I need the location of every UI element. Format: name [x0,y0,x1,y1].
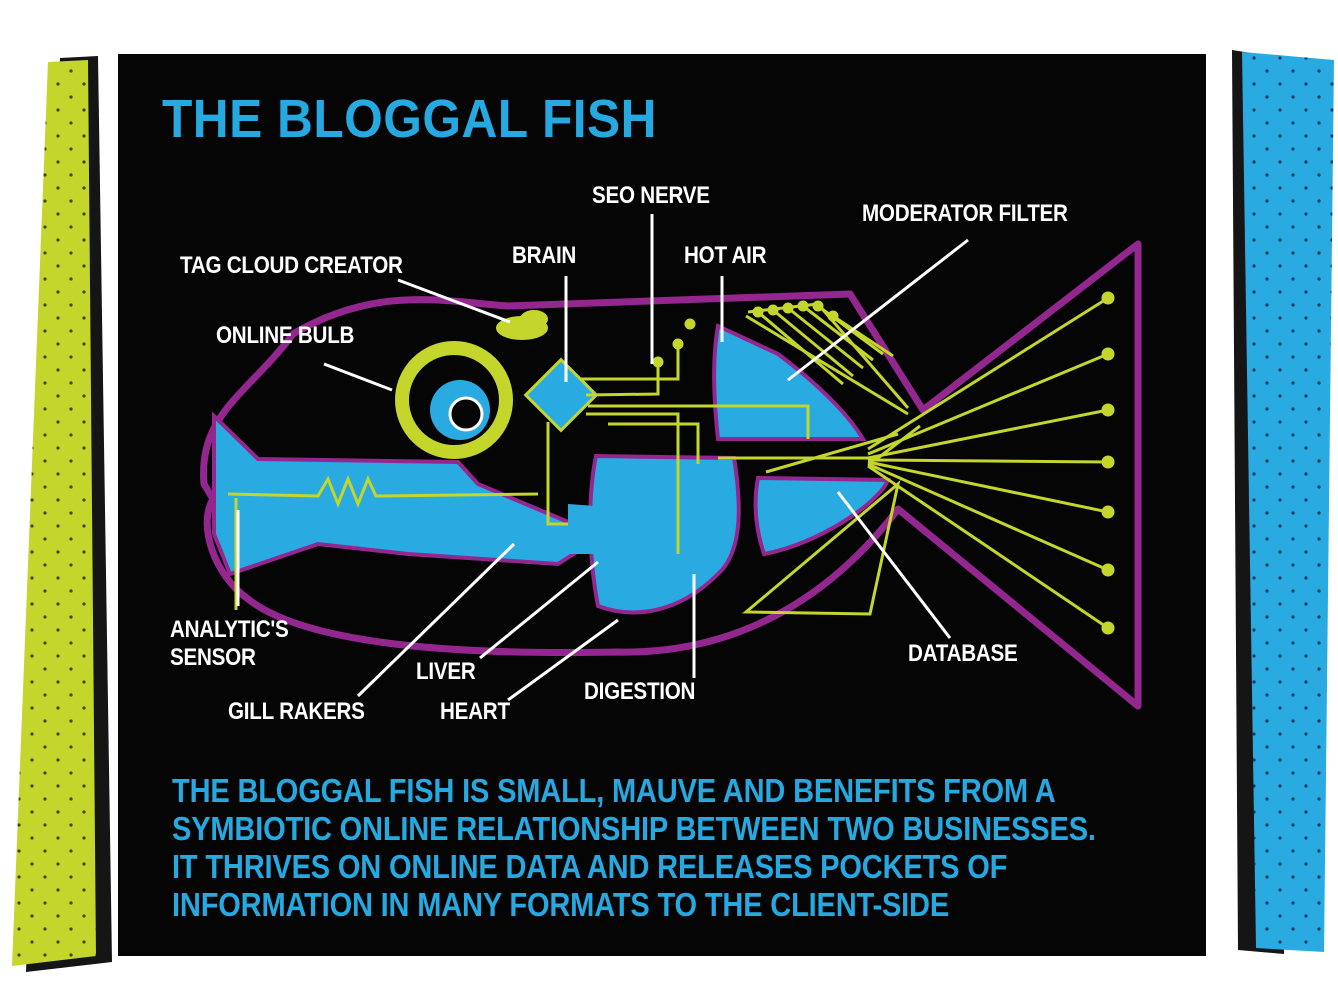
digestion-organ [588,453,741,615]
label-gill-rakers: GILL RAKERS [228,698,365,725]
caption: THE BLOGGAL FISH IS SMALL, MAUVE AND BEN… [172,772,1192,924]
hot-air-organ [712,323,867,441]
label-analytics-sensor: ANALYTIC'S SENSOR [170,616,289,672]
caption-line-1: THE BLOGGAL FISH IS SMALL, MAUVE AND BEN… [172,772,1056,809]
label-heart: HEART [440,698,510,725]
fish-body-outline [200,240,1142,710]
label-analytics-sensor-line2: SENSOR [170,644,256,671]
label-seo-nerve: SEO NERVE [592,182,710,209]
label-analytics-sensor-line1: ANALYTIC'S [170,616,289,643]
label-liver: LIVER [416,658,476,685]
right-strip-dots [1242,52,1334,952]
caption-line-4: INFORMATION IN MANY FORMATS TO THE CLIEN… [172,886,950,923]
caption-line-2: SYMBIOTIC ONLINE RELATIONSHIP BETWEEN TW… [172,810,1096,847]
label-moderator-filter: MODERATOR FILTER [862,200,1068,227]
diagram-title: THE BLOGGAL FISH [162,89,657,149]
leader-lines [236,214,969,702]
brain-organ [523,357,599,433]
left-strip-dots [12,60,96,966]
caption-line-3: IT THRIVES ON ONLINE DATA AND RELEASES P… [172,848,1008,885]
label-digestion: DIGESTION [584,678,696,705]
liver-organ [568,504,598,554]
label-database: DATABASE [908,640,1018,667]
label-brain: BRAIN [512,242,577,269]
circuit-wires [227,296,1109,630]
fish-diagram [200,214,1142,710]
label-online-bulb: ONLINE BULB [216,322,355,349]
tag-cloud-blob-2 [520,310,548,328]
fin-outline [741,480,901,616]
eye-outer [395,341,513,459]
moderator-comb [652,291,1115,635]
label-tag-cloud-creator: TAG CLOUD CREATOR [180,252,403,279]
label-hot-air: HOT AIR [684,242,767,269]
eye-pupil [448,396,484,432]
diagram-panel: THE BLOGGAL FISH SEO NERVE MODERATOR FIL… [118,54,1206,956]
database-organ [753,475,891,557]
